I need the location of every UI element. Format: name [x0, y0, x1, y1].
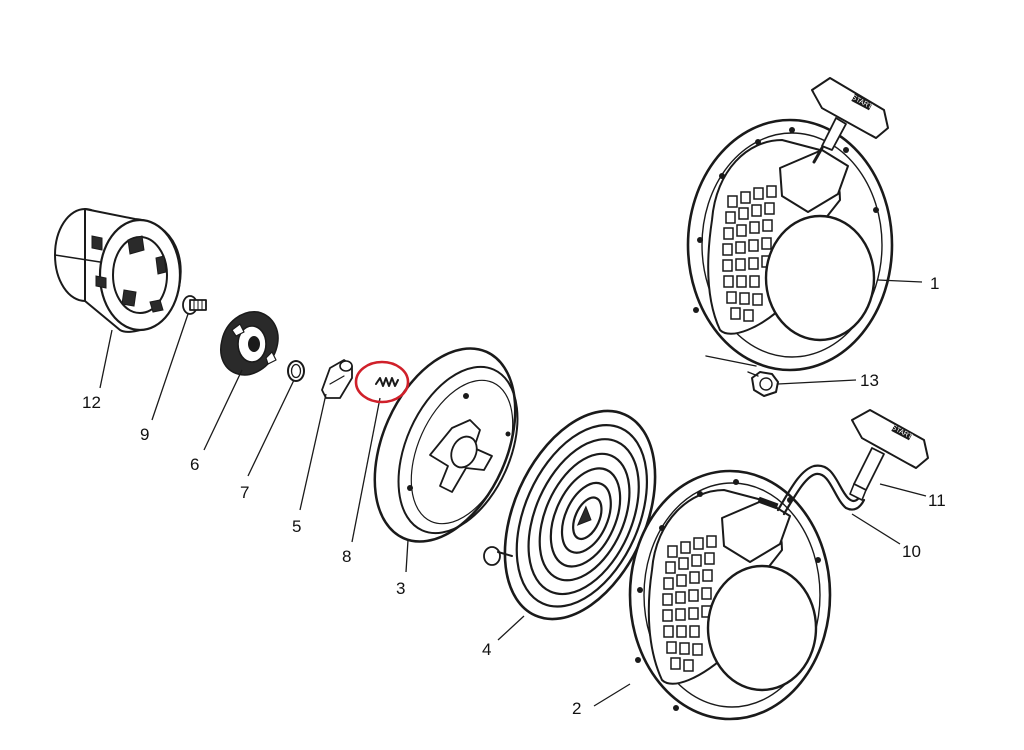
part-4-spring-hook: [483, 546, 513, 566]
leader-9: [151, 313, 189, 421]
callout-10: 10: [902, 542, 921, 561]
leader-7: [247, 379, 295, 477]
callout-11: 11: [928, 491, 946, 510]
callout-6: 6: [190, 455, 199, 474]
part-1-handle: START: [811, 77, 889, 164]
part-13-bolt: [747, 371, 779, 397]
callout-13: 13: [860, 371, 879, 390]
callout-7: 7: [240, 483, 249, 502]
leader-6: [203, 369, 243, 451]
part-12-starter-cup: [54, 208, 182, 333]
part-8-spring: [375, 377, 399, 387]
leader-8: [351, 397, 381, 543]
callout-2: 2: [572, 699, 581, 718]
leader-13: [777, 379, 857, 385]
callout-3: 3: [396, 579, 405, 598]
part-7-washer: [287, 360, 305, 382]
leader-2: [593, 683, 631, 707]
callout-5: 5: [292, 517, 301, 536]
leader-1: [877, 279, 923, 283]
leader-4: [497, 615, 525, 641]
part-2-grille: [662, 535, 717, 672]
leader-10: [851, 513, 901, 545]
leader-3: [405, 539, 409, 573]
callout-9: 9: [140, 425, 149, 444]
leader-11: [879, 483, 927, 497]
highlight-ring: [354, 360, 410, 404]
part-6-ratchet: [220, 311, 279, 376]
callout-4: 4: [482, 640, 491, 659]
part-2-starter-housing: [628, 469, 832, 721]
part-10-rope: [776, 464, 866, 516]
part-11-handle: START: [849, 409, 929, 501]
part-5-pawl: [321, 359, 353, 399]
callout-1: 1: [930, 274, 939, 293]
callout-labels: 1 2 3 4 5 6 7 8 9 10 11 12 13: [82, 274, 946, 718]
part-3-reel: [373, 347, 519, 543]
leader-5: [299, 393, 327, 511]
leader-lines: [99, 279, 927, 707]
part-1-grille: [722, 185, 777, 322]
callout-12: 12: [82, 393, 101, 412]
part-9-screw: [182, 295, 207, 315]
leader-12: [99, 329, 113, 389]
callout-8: 8: [342, 547, 351, 566]
part-1-starter-housing: [686, 118, 894, 372]
